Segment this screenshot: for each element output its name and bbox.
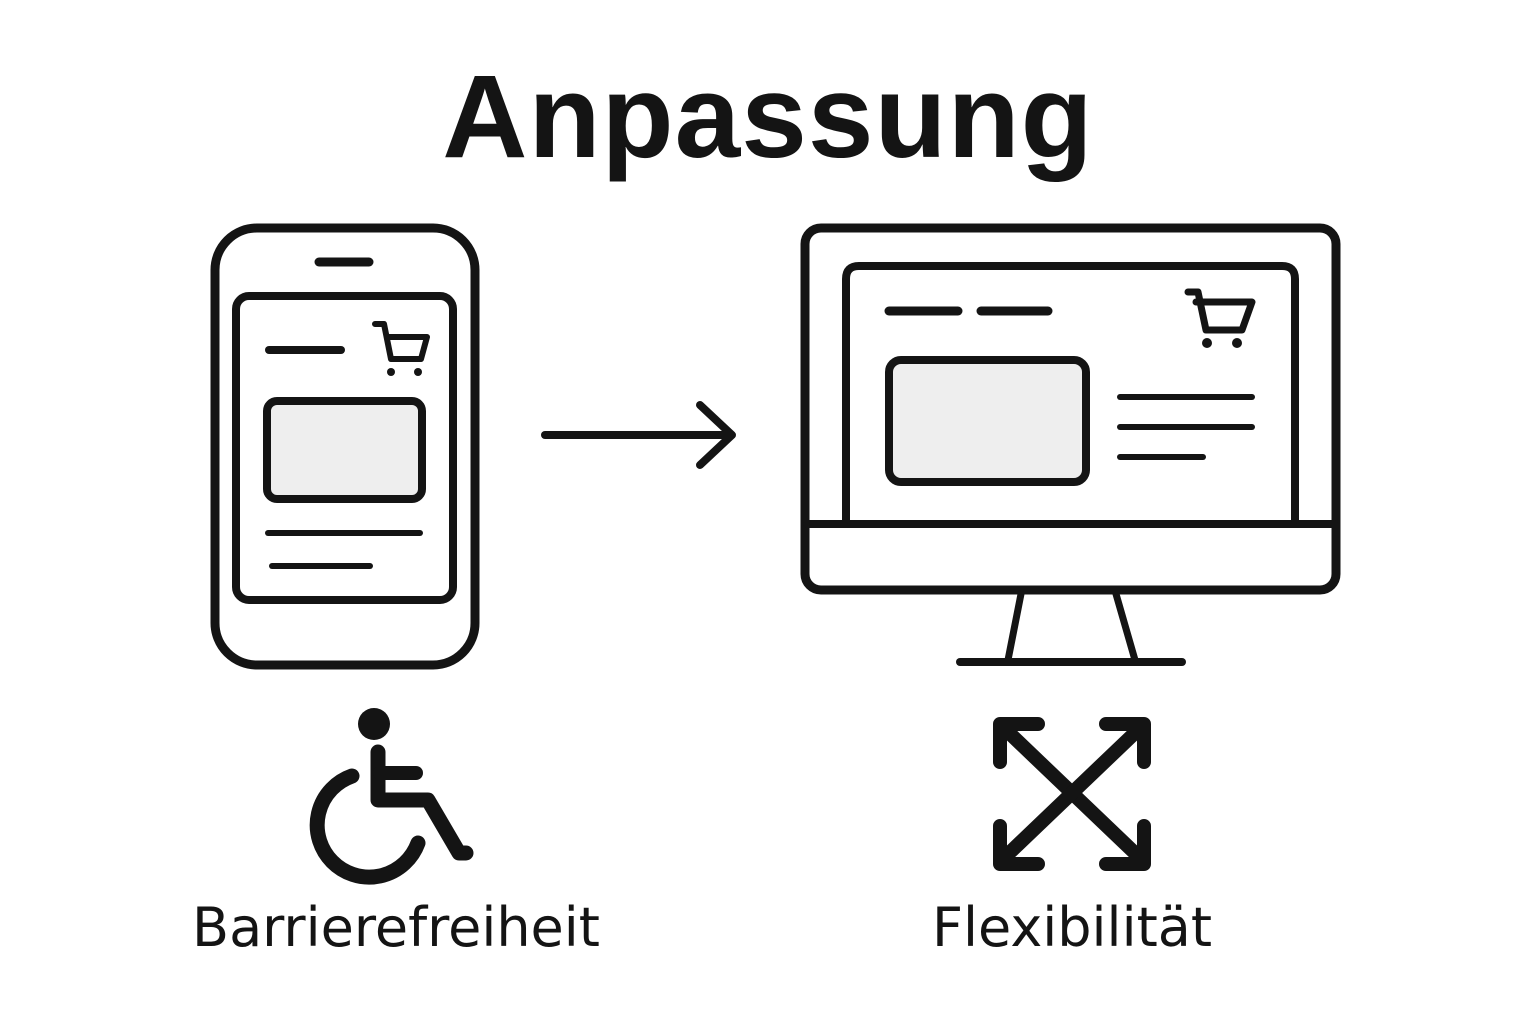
label-flexibilitaet: Flexibilität — [931, 896, 1213, 959]
wheelchair-head — [358, 708, 390, 740]
phone-image-placeholder — [263, 397, 426, 503]
phone-screen — [232, 292, 457, 604]
expand-arrows-icon — [993, 717, 1151, 871]
monitor-cart-icon — [1184, 288, 1256, 348]
diagram-title: Anpassung — [442, 51, 1094, 183]
desktop-monitor-icon — [800, 223, 1341, 666]
monitor-image-placeholder — [885, 356, 1090, 486]
arrow-right-icon — [541, 401, 736, 469]
monitor-body — [800, 223, 1341, 595]
wheelchair-wheel — [309, 768, 426, 885]
monitor-stand-right — [1112, 590, 1139, 664]
monitor-screen — [842, 262, 1299, 524]
phone-cart-icon — [372, 321, 430, 376]
label-barrierefreiheit: Barrierefreiheit — [192, 896, 600, 959]
monitor-stand-left — [1004, 590, 1025, 664]
phone-body — [210, 223, 480, 670]
smartphone-icon — [210, 223, 480, 670]
wheelchair-icon — [309, 708, 474, 885]
wheelchair-frame — [370, 744, 474, 861]
